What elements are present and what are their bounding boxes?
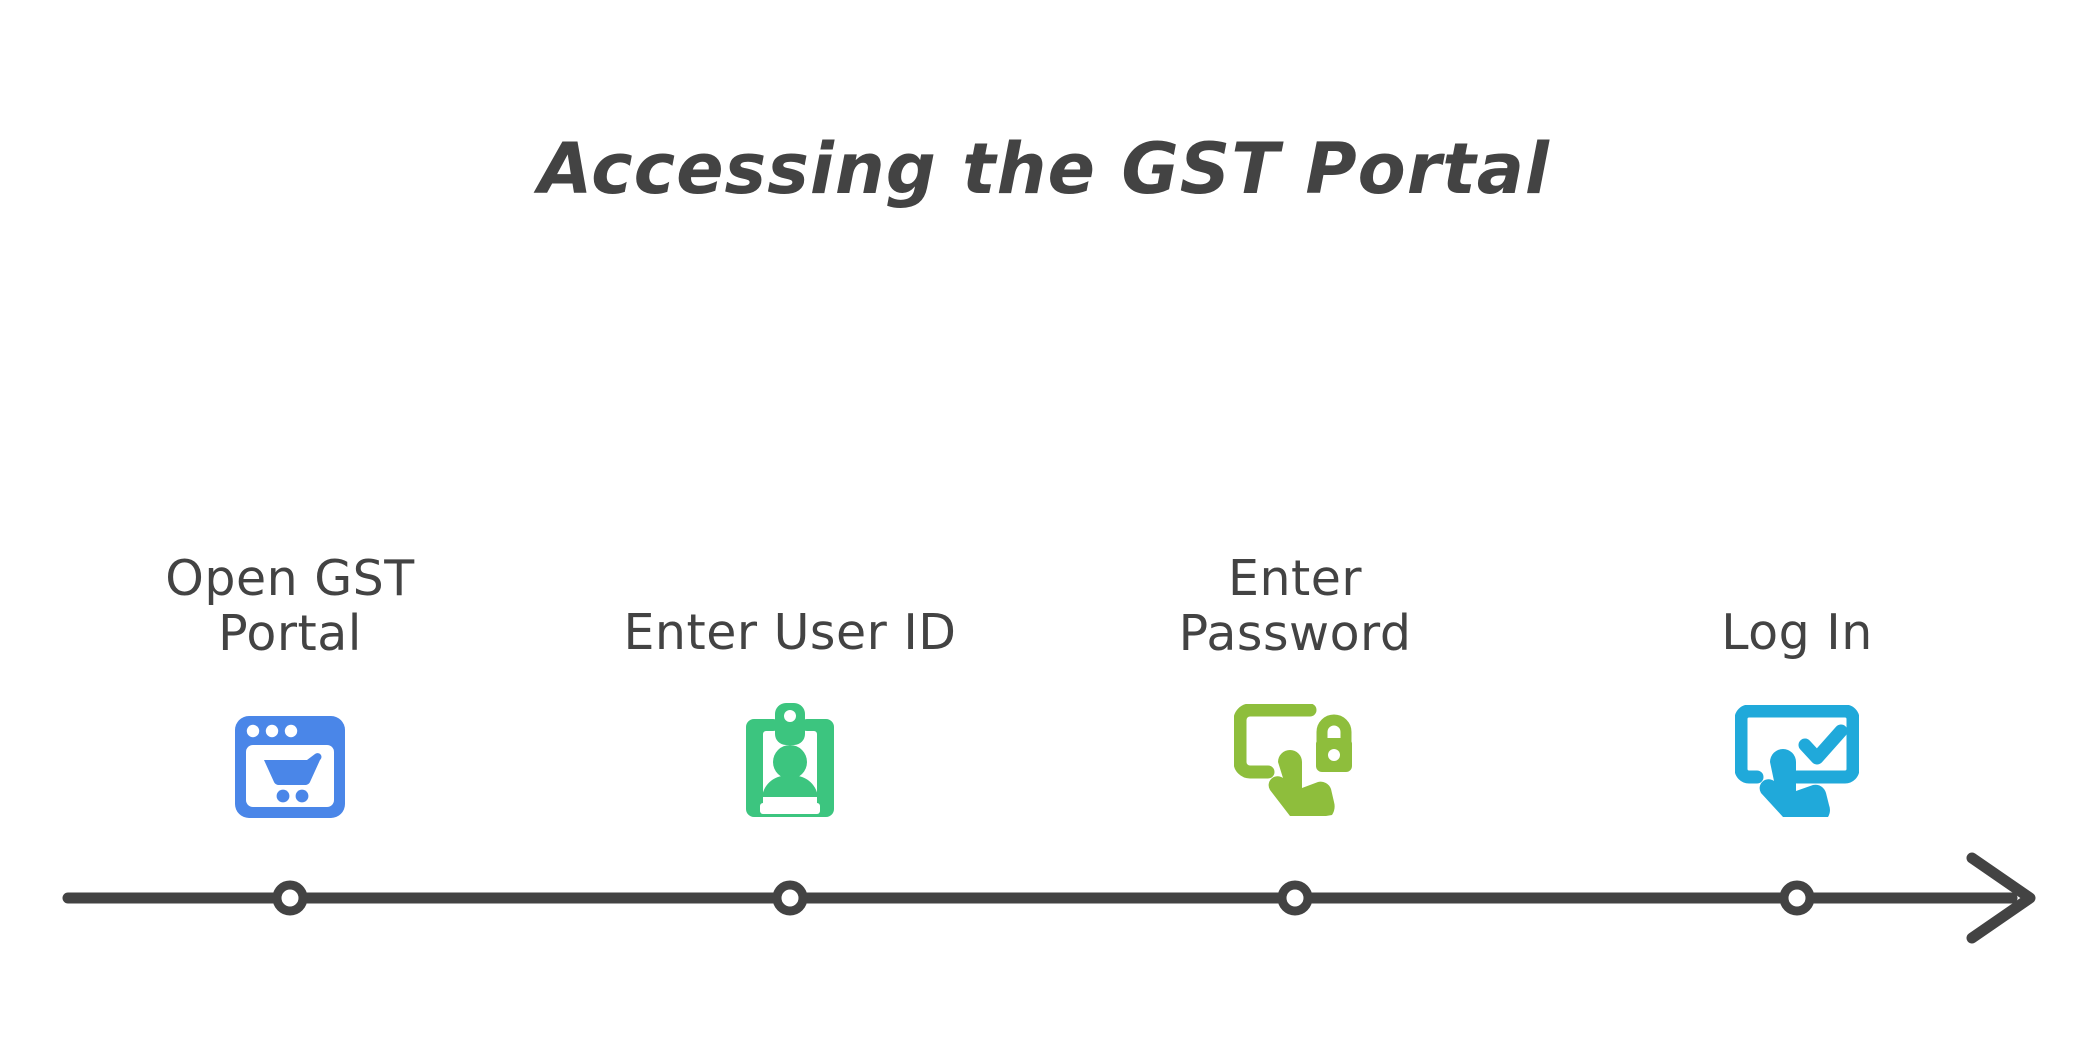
- timeline-step-3[interactable]: Enter Password: [1085, 550, 1505, 822]
- step-4-icon-wrap: [1587, 675, 2007, 821]
- page-title: Accessing the GST Portal: [538, 128, 1550, 210]
- id-badge-icon: [746, 702, 834, 817]
- step-3-icon-wrap: [1085, 676, 1505, 822]
- step-1-label: Open GST Portal: [165, 550, 415, 662]
- timeline-arrowhead: [1966, 852, 2036, 944]
- timeline-node-1[interactable]: [272, 880, 308, 916]
- timeline-step-4[interactable]: Log In: [1587, 604, 2007, 821]
- timeline-step-2[interactable]: Enter User ID: [580, 604, 1000, 821]
- step-4-label: Log In: [1721, 604, 1873, 661]
- step-1-icon-wrap: [80, 676, 500, 822]
- screen-lock-touch-icon: [1234, 703, 1352, 816]
- step-2-label: Enter User ID: [623, 604, 957, 661]
- timeline-node-3[interactable]: [1277, 880, 1313, 916]
- screen-check-touch-icon: [1735, 704, 1859, 817]
- browser-cart-icon: [235, 715, 345, 818]
- timeline-step-1[interactable]: Open GST Portal: [80, 550, 500, 822]
- step-3-label: Enter Password: [1178, 550, 1412, 662]
- timeline-node-2[interactable]: [772, 880, 808, 916]
- timeline-node-4[interactable]: [1779, 880, 1815, 916]
- step-2-icon-wrap: [580, 675, 1000, 821]
